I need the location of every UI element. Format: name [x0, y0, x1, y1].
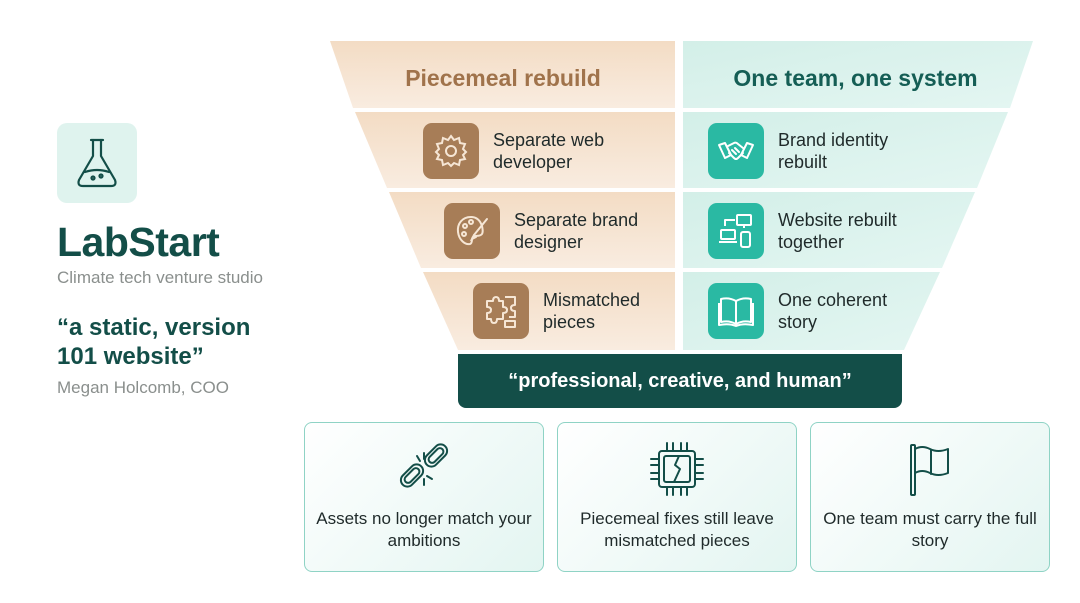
team-header-band	[683, 41, 1033, 108]
palette-icon	[456, 215, 488, 246]
icon-tile	[708, 283, 764, 339]
icon-tile	[708, 203, 764, 259]
handshake-icon	[718, 141, 754, 160]
team-item: One coherent story	[708, 283, 928, 339]
card-label: One team must carry the full story	[823, 509, 1037, 550]
team-row-1	[683, 112, 1008, 188]
logo-tile	[57, 123, 137, 203]
item-label: Separate brand designer	[514, 210, 639, 252]
team-title: One team, one system	[733, 65, 978, 91]
broken-link-icon	[399, 443, 449, 488]
card: One team must carry the full story	[810, 422, 1050, 572]
card: Assets no longer match your ambitions	[304, 422, 544, 572]
card: Piecemeal fixes still leave mismatched p…	[557, 422, 797, 572]
item-label: Mismatched pieces	[543, 290, 641, 332]
piecemeal-title: Piecemeal rebuild	[405, 65, 601, 91]
flag-icon	[910, 444, 949, 496]
piecemeal-item: Mismatched pieces	[473, 283, 693, 339]
flask-icon	[77, 138, 117, 188]
item-label: One coherent story	[778, 290, 888, 332]
gear-icon	[434, 134, 468, 168]
brand-tagline: Climate tech venture studio	[57, 268, 263, 287]
broken-chip-icon	[650, 442, 704, 496]
quote-attribution: Megan Holcomb, COO	[57, 378, 229, 397]
devices-icon	[719, 214, 752, 248]
icon-tile	[444, 203, 500, 259]
item-label: Brand identity rebuilt	[778, 130, 889, 172]
icon-tile	[423, 123, 479, 179]
summary-banner: “professional, creative, and human”	[458, 354, 902, 408]
card-label: Assets no longer match your ambitions	[316, 509, 532, 550]
team-item: Website rebuilt together	[708, 203, 928, 259]
item-label: Website rebuilt together	[778, 210, 897, 252]
card-label: Piecemeal fixes still leave mismatched p…	[580, 509, 774, 550]
item-label: Separate web developer	[493, 130, 605, 172]
brand-quote: “a static, version 101 website”	[57, 314, 251, 370]
piecemeal-item: Separate brand designer	[444, 203, 664, 259]
piecemeal-header-band	[330, 41, 675, 108]
puzzle-icon	[486, 296, 516, 328]
team-item: Brand identity rebuilt	[708, 123, 928, 179]
icon-tile	[473, 283, 529, 339]
icon-tile	[708, 123, 764, 179]
brand-name: LabStart	[57, 219, 220, 265]
book-icon	[718, 297, 754, 327]
piecemeal-item: Separate web developer	[423, 123, 643, 179]
